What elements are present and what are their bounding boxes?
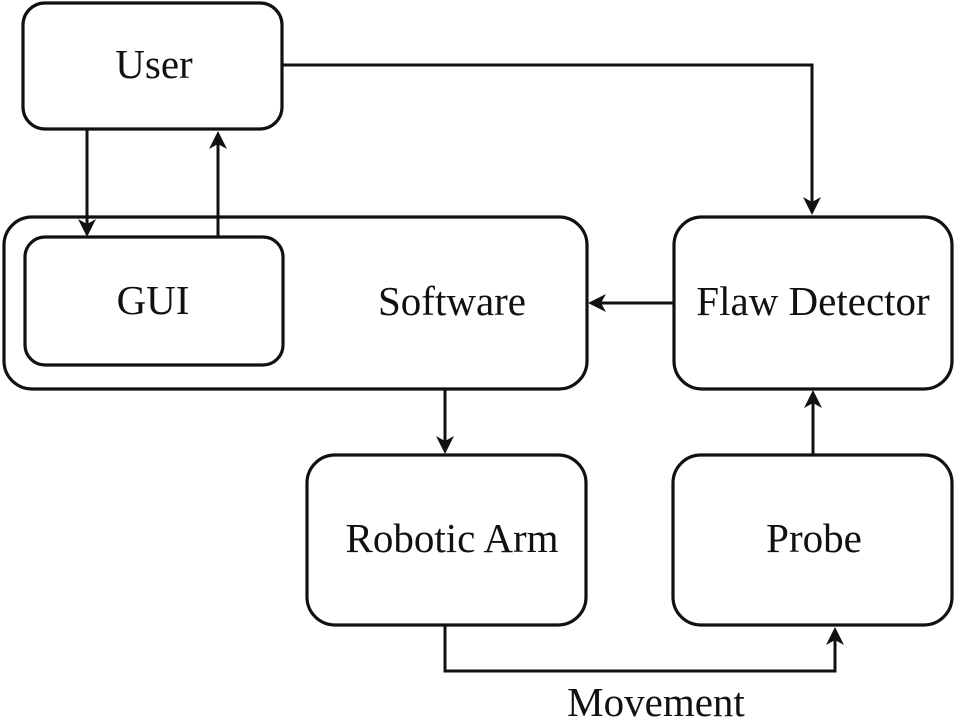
edge-software-to-robotic-arm	[436, 389, 454, 454]
gui-label: GUI	[117, 277, 190, 323]
robotic-arm-label: Robotic Arm	[346, 515, 559, 561]
node-probe: Probe	[671, 453, 954, 627]
arrowhead-up-icon	[209, 131, 227, 149]
user-label: User	[115, 41, 193, 87]
arrowhead-left-icon	[588, 294, 606, 312]
arrowhead-down-icon	[803, 197, 821, 215]
edge-robotic-arm-to-probe: Movement	[443, 625, 844, 721]
edge-gui-to-user	[209, 131, 227, 237]
software-label: Software	[378, 278, 526, 324]
probe-label: Probe	[766, 515, 862, 561]
flaw-detector-label: Flaw Detector	[696, 278, 930, 324]
node-robotic-arm: Robotic Arm	[305, 453, 588, 627]
edge-probe-to-flaw-detector	[804, 390, 822, 455]
edge-user-to-flaw-detector	[282, 63, 821, 215]
edge-user-to-flaw-detector-line	[282, 63, 814, 202]
arrowhead-up-icon	[826, 627, 844, 645]
node-flaw-detector: Flaw Detector	[672, 215, 954, 391]
edge-robotic-arm-to-probe-line	[443, 625, 837, 673]
movement-edge-label: Movement	[567, 679, 745, 721]
arrowhead-down-icon	[436, 436, 454, 454]
node-user: User	[21, 1, 284, 131]
edge-user-to-gui	[78, 128, 96, 237]
gui-box	[23, 235, 285, 367]
edge-flaw-detector-to-software	[588, 294, 674, 312]
node-gui: GUI	[23, 235, 285, 367]
arrowhead-down-icon	[78, 219, 96, 237]
arrowhead-up-icon	[804, 390, 822, 408]
